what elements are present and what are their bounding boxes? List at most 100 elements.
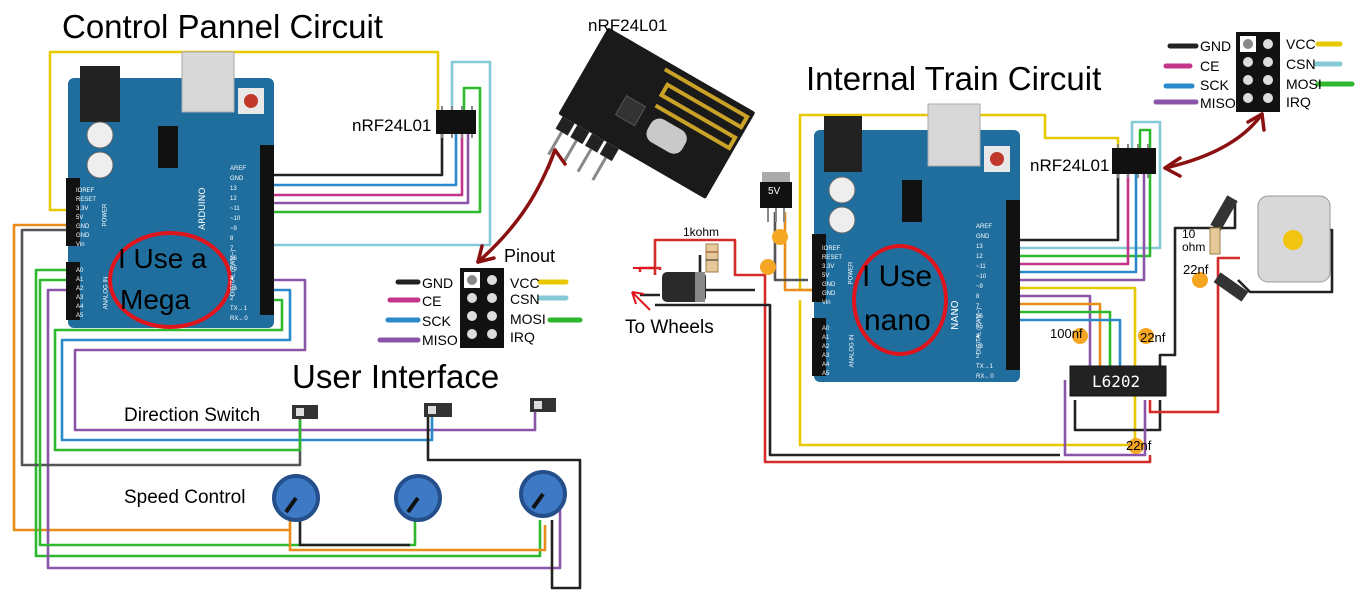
diodes [1210,195,1249,302]
title-control-panel: Control Pannel Circuit [62,8,383,45]
wire-sck-blue [272,132,458,187]
digital-pin-label: ~9 [976,284,983,290]
direction-switch-1 [292,405,318,419]
digital-section-label: DIGITAL (PWM~) [230,249,237,297]
digital-pin-label: 8 [976,294,980,300]
pinout-left-sck: SCK [422,313,451,329]
pinout-left-irq: IRQ [510,329,535,345]
digital-pin-label: ~3 [230,286,237,292]
voltage-regulator [760,172,792,222]
analog-pin-label: A4 [76,304,84,310]
digital-pin-label: 13 [230,186,237,192]
label-cap-100nf: 100nf [1050,326,1083,341]
power-pin-label: GND [76,233,90,239]
analog-pin-label: A0 [822,326,830,332]
label-cap-22nf-bottom: 22nf [1126,438,1152,453]
power-pin-label: GND [822,291,836,297]
pinout-left-vcc: VCC [510,275,540,291]
pinout-header-right [1236,32,1280,112]
speed-pot-2 [394,474,442,522]
analog-pin-label: A1 [822,335,830,341]
pinout-right-irq: IRQ [1286,94,1311,110]
wire-ui-green-1 [34,268,542,558]
analog-pin-label: A4 [822,362,830,368]
label-resistor-1k: 1kohm [683,225,720,239]
digital-section-label: DIGITAL (PWM~) [976,307,983,355]
svg-text:NANO: NANO [950,300,961,330]
analog-pin-label: A3 [822,353,830,359]
title-user-interface: User Interface [292,358,500,395]
digital-pin-label: TX→1 [976,364,994,370]
power-pin-label: 5V [822,273,830,279]
wire-drv-orange [1015,302,1102,368]
label-pinout: Pinout [504,246,556,266]
analog-pin-label: A0 [76,268,84,274]
digital-pin-label: TX→1 [230,306,248,312]
pinout-left-ce: CE [422,293,442,309]
annotation-arrows [476,112,1266,264]
arrow-head-1 [546,148,567,170]
wires-left [12,50,582,590]
direction-switch-3 [530,398,556,412]
analog-pin-label: A5 [76,313,84,319]
power-section-label: POWER [848,261,855,285]
caps-driver [1072,272,1208,454]
electrolytic-cap [662,272,706,302]
pinout-right-miso: MISO [1200,95,1236,111]
arrow-head-2 [476,244,496,264]
wire-ui-blue-1 [60,288,434,442]
wire-blue-r [1015,172,1138,274]
power-pin-label: GND [76,224,90,230]
analog-pin-label: A5 [822,371,830,377]
note-nano-line2: nano [864,304,931,337]
wire-drv-red [1148,256,1240,414]
power-pin-label: Vin [822,300,831,306]
power-section-label: POWER [102,203,109,227]
label-driver: L6202 [1092,372,1141,391]
cap-regulator [760,229,788,275]
label-cap-22nf-right: 22nf [1183,262,1209,277]
label-resistor-10: 10 ohm [1182,227,1206,254]
wire-vcc-yellow [48,50,440,212]
digital-pin-label: ~10 [976,274,987,280]
digital-pin-label: AREF [976,224,993,230]
digital-pin-label: ~10 [230,216,241,222]
label-speed-control: Speed Control [124,487,246,508]
motor [1257,195,1331,283]
to-wheels-arrows [631,267,655,311]
wire-ce-magenta [272,132,464,197]
wire-ui-green-3 [53,298,302,452]
digital-pin-label: 13 [976,244,983,250]
direction-switch-2 [424,403,452,417]
analog-section-label: ANALOG IN [849,334,856,368]
digital-pin-label: GND [230,176,244,182]
wire-purple-r [1015,172,1146,282]
pinout-left-mosi: MOSI [510,311,546,327]
wire-ui-purple-1 [46,288,562,570]
label-direction-switch: Direction Switch [124,405,261,426]
nrf-chip-right [1112,144,1156,178]
power-pin-label: RESET [822,255,843,261]
pinout-left-csn: CSN [510,291,540,307]
motor-driver [1069,365,1167,397]
wire-ui-black-3 [298,520,410,547]
digital-pin-label: ~5 [976,324,983,330]
pinout-left-gnd: GND [422,275,454,291]
wire-drv-black-1 [1073,400,1162,432]
title-internal-train: Internal Train Circuit [806,60,1102,97]
analog-pin-label: A2 [822,344,830,350]
wires-right [638,113,1334,464]
speed-pot-1 [272,474,320,522]
wire-drv-green [1015,310,1112,368]
wire-drv-blue [1015,318,1122,368]
digital-pin-label: 7 [976,304,980,310]
analog-pin-label: A1 [76,277,84,283]
label-cap-22nf-top: 22nf [1140,330,1166,345]
speed-pot-3 [519,470,567,518]
wire-reg-gray [773,212,808,282]
power-pin-label: 3.3V [822,264,835,270]
digital-pin-label: 4 [976,334,980,340]
digital-pin-label: ~11 [230,206,240,212]
pinout-right-gnd: GND [1200,38,1232,54]
